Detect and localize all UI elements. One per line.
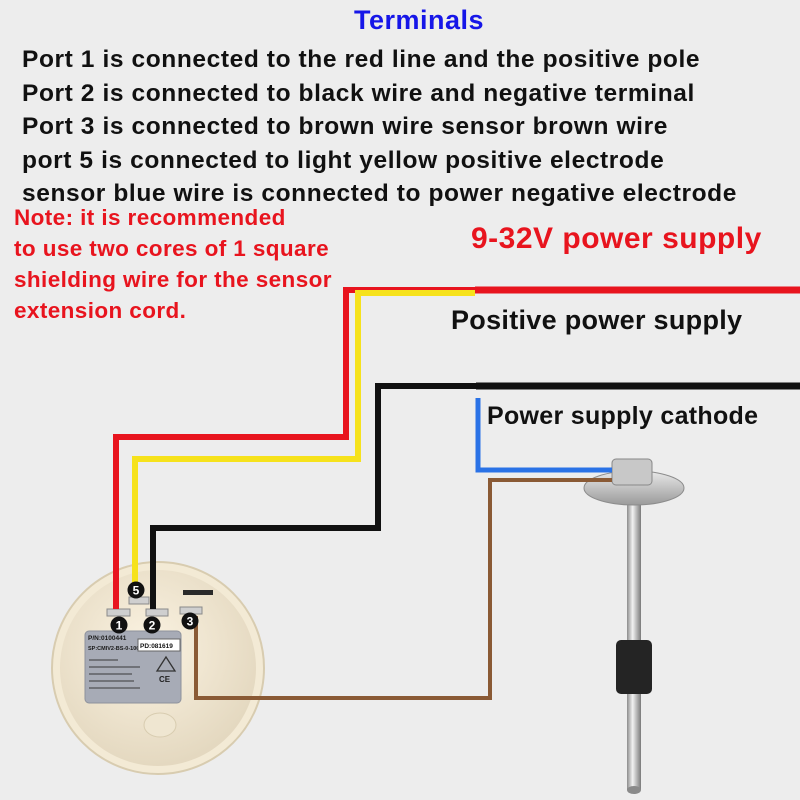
gauge-body: P/N:0100441 SP:CMIV2-BS-0-100 PD:081619 … — [51, 561, 265, 775]
sensor-rod-tip — [627, 786, 641, 794]
pin-label-5: 5 — [133, 584, 140, 598]
gauge-spec: SP:CMIV2-BS-0-100 — [88, 646, 139, 652]
ce-mark: CE — [159, 675, 171, 684]
positive-label: Positive power supply — [451, 305, 743, 335]
terminal-line: Port 2 is connected to black wire and ne… — [22, 79, 695, 107]
sensor-connector — [611, 458, 653, 486]
note-line: Note: it is recommended — [14, 205, 286, 230]
page-title: Terminals — [353, 5, 485, 35]
pin-1 — [106, 608, 131, 617]
label-text-lines — [89, 659, 140, 689]
cathode-label: Power supply cathode — [487, 402, 759, 430]
blue-wire — [475, 398, 612, 473]
note-line: extension cord. — [14, 298, 187, 323]
power-supply-label: 9-32V power supply — [471, 222, 762, 255]
brown-wire — [194, 478, 612, 700]
wires — [113, 286, 800, 700]
terminal-line: Port 1 is connected to the red line and … — [22, 46, 701, 73]
note-line: shielding wire for the sensor — [14, 267, 332, 292]
pin-label-3: 3 — [187, 615, 194, 629]
gauge-mount-boss — [143, 712, 177, 738]
level-sensor — [583, 458, 685, 794]
pin-label-2: 2 — [149, 619, 156, 633]
red-wire — [113, 287, 475, 609]
triangle-icon — [155, 655, 177, 672]
note-line: to use two cores of 1 square — [14, 236, 330, 261]
terminal-line: sensor blue wire is connected to power n… — [22, 180, 737, 207]
terminal-line: Port 3 is connected to brown wire sensor… — [22, 113, 668, 140]
terminal-list: Port 1 is connected to the red line and … — [22, 43, 737, 211]
terminal-line: port 5 is connected to light yellow posi… — [22, 146, 665, 174]
black-wire — [150, 383, 476, 609]
pin-label-1: 1 — [116, 619, 123, 633]
pin-2 — [145, 608, 169, 617]
pin-badges: 1 5 2 3 — [110, 581, 199, 634]
gauge-pd: PD:081619 — [140, 643, 173, 650]
sensor-float — [616, 640, 652, 694]
yellow-wire — [132, 290, 475, 597]
gauge-tab — [183, 590, 213, 595]
pin-5 — [128, 596, 150, 605]
gauge-part-number: P/N:0100441 — [88, 635, 127, 642]
note: Note: it is recommended to use two cores… — [14, 202, 404, 326]
